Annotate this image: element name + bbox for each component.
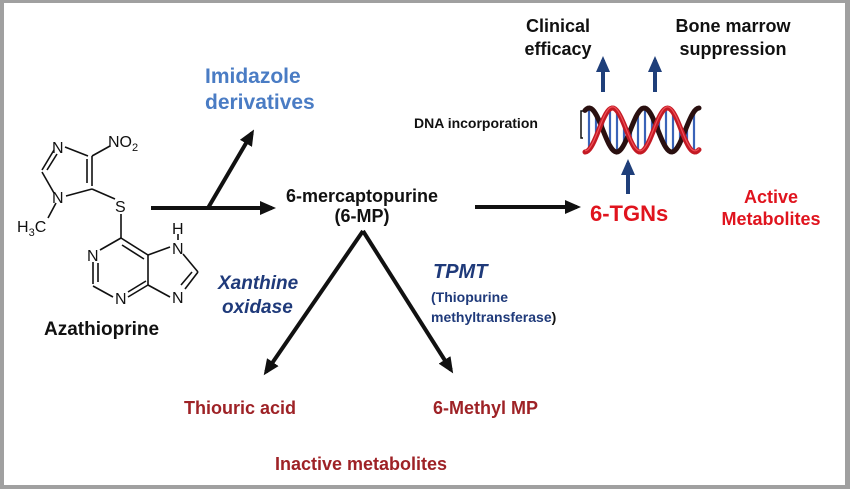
atom-no2: NO2: [108, 134, 138, 154]
bond: [46, 153, 58, 171]
bond: [182, 253, 199, 273]
thiouric-acid-label: Thiouric acid: [184, 398, 296, 418]
imidazole-label-line1: Imidazole: [205, 65, 301, 88]
tpmt-fullname-line2: methyltransferase): [431, 309, 556, 325]
active-metabolites-line2: Metabolites: [721, 209, 820, 229]
clinical-efficacy-line2: efficacy: [524, 39, 591, 59]
dna-strand-highlight: [584, 106, 700, 152]
atom-n: N: [52, 140, 64, 157]
bond: [41, 171, 55, 194]
tgn-label: 6-TGNs: [590, 201, 668, 226]
dna-strand-dark: [582, 105, 702, 155]
atom-n: N: [172, 290, 184, 307]
dna-helix-icon: [580, 105, 702, 155]
bond: [65, 188, 93, 197]
tpmt-label: TPMT: [433, 261, 489, 283]
tpmt-fullname-line1: (Thiopurine: [431, 289, 508, 305]
active-metabolites-line1: Active: [744, 187, 798, 207]
bone-marrow-line1: Bone marrow: [675, 16, 791, 36]
bond: [121, 244, 145, 260]
bond: [41, 149, 55, 171]
bond: [127, 284, 149, 298]
atom-n: N: [172, 241, 184, 258]
azathioprine-structure: [41, 145, 199, 298]
arrow-to-imidazole: [206, 129, 255, 210]
atom-n: N: [115, 291, 127, 308]
bond: [120, 237, 149, 256]
atom-n: N: [52, 190, 64, 207]
inactive-metabolites-label: Inactive metabolites: [275, 454, 447, 474]
clinical-efficacy-line1: Clinical: [526, 16, 590, 36]
mp-label-line2: (6-MP): [335, 206, 390, 226]
azathioprine-atoms: N NO2 N S H3C N N N H N: [17, 134, 184, 308]
bond: [99, 237, 122, 251]
bond: [127, 280, 147, 293]
atom-h3c: H3C: [17, 219, 46, 239]
bone-marrow-line2: suppression: [679, 39, 786, 59]
bond: [64, 146, 89, 157]
arrow-to-methylmp: [361, 229, 454, 374]
dna-bracket: [580, 110, 583, 139]
xanthine-oxidase-line2: oxidase: [222, 297, 293, 318]
mp-label-line1: 6-mercaptopurine: [286, 186, 438, 206]
bond: [184, 271, 199, 290]
bond: [91, 145, 111, 157]
atom-s: S: [115, 199, 126, 216]
atom-h: H: [172, 221, 184, 238]
bond: [47, 202, 57, 219]
bond: [91, 188, 116, 200]
bond: [92, 285, 114, 298]
bond: [147, 246, 171, 256]
azathioprine-label: Azathioprine: [44, 319, 159, 340]
dna-incorporation-label: DNA incorporation: [414, 115, 538, 131]
bond: [180, 271, 193, 286]
imidazole-label-line2: derivatives: [205, 91, 315, 114]
bond: [147, 284, 171, 298]
methyl-mp-label: 6-Methyl MP: [433, 398, 538, 418]
atom-n: N: [87, 248, 99, 265]
arrow-to-thiouric: [263, 229, 365, 376]
xanthine-oxidase-line1: Xanthine: [217, 273, 299, 294]
